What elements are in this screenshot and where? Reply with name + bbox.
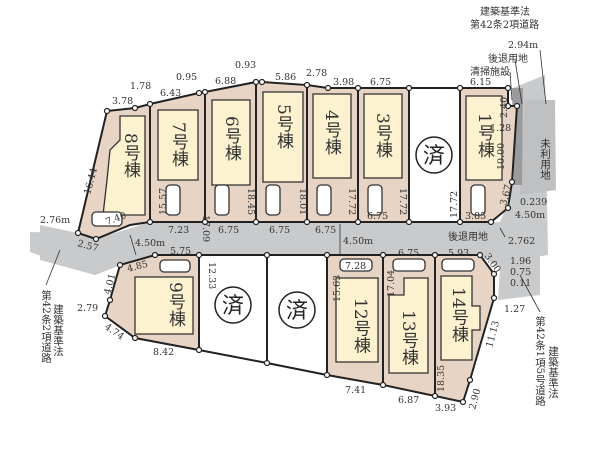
svg-text:2.40: 2.40	[499, 97, 510, 118]
svg-text:17.72: 17.72	[449, 191, 460, 218]
building-3: 3号棟	[372, 113, 393, 158]
cleaning-facility-label: 清掃施設	[470, 65, 510, 78]
sold-mark-lot-2: 済	[415, 136, 453, 174]
road-label-top-right-2: 第42条2項道路	[470, 18, 539, 31]
parking-spaces	[91, 184, 486, 273]
svg-text:4.50m: 4.50m	[135, 238, 165, 249]
svg-text:6.75: 6.75	[218, 225, 239, 236]
left-road	[30, 232, 120, 275]
svg-text:済: 済	[423, 144, 445, 169]
svg-text:0.11: 0.11	[510, 278, 531, 289]
svg-text:3.93: 3.93	[435, 403, 456, 414]
svg-text:3.67: 3.67	[498, 183, 514, 206]
svg-text:15.57: 15.57	[158, 188, 169, 215]
svg-text:4.50m: 4.50m	[343, 236, 373, 247]
building-6: 6号棟	[221, 116, 242, 161]
building-1: 1号棟	[474, 113, 495, 158]
svg-text:6.75: 6.75	[315, 225, 336, 236]
svg-text:0.75: 0.75	[510, 267, 531, 278]
svg-text:済: 済	[222, 294, 244, 319]
svg-text:7.28: 7.28	[345, 261, 366, 272]
road-label-left-col2: 建築基準法	[52, 303, 64, 357]
setback-label-top: 後退用地	[488, 52, 528, 65]
svg-text:1.28: 1.28	[490, 123, 511, 134]
svg-text:7.41: 7.41	[345, 385, 366, 396]
svg-text:2.76m: 2.76m	[40, 215, 70, 226]
svg-text:6.88: 6.88	[215, 76, 236, 87]
building-9: 9号棟	[165, 282, 186, 327]
sold-mark-lot-10: 済	[214, 286, 252, 324]
road-label-left-col1: 第42条2項道路	[40, 289, 52, 363]
buildings	[102, 91, 503, 374]
svg-text:10.00: 10.00	[496, 143, 507, 170]
building-5: 5号棟	[273, 104, 294, 149]
svg-text:2.90: 2.90	[467, 387, 483, 410]
svg-text:18.45: 18.45	[245, 188, 256, 215]
svg-text:1.78: 1.78	[130, 81, 151, 92]
svg-text:2.57: 2.57	[76, 238, 99, 254]
svg-text:6.87: 6.87	[398, 395, 419, 406]
svg-text:6.75: 6.75	[398, 248, 419, 259]
svg-text:3.78: 3.78	[112, 96, 133, 107]
svg-text:5.86: 5.86	[275, 72, 296, 83]
leader-lines	[45, 49, 547, 313]
svg-text:7.23: 7.23	[168, 225, 189, 236]
svg-text:6.75: 6.75	[370, 77, 391, 88]
road-label-top-right-1: 建築基準法	[480, 5, 530, 18]
svg-text:1.96: 1.96	[510, 256, 531, 267]
road-label-right-col2: 建築基準法	[547, 345, 559, 399]
svg-text:4.01: 4.01	[102, 272, 118, 295]
building-13: 13号棟	[398, 310, 419, 366]
building-4: 4号棟	[321, 110, 342, 155]
svg-text:6.75: 6.75	[269, 225, 290, 236]
dimension-labels: 3.78 1.78 6.43 0.95 6.88 0.93 5.86 2.78 …	[40, 40, 547, 414]
svg-text:0.95: 0.95	[176, 72, 197, 83]
svg-text:1.27: 1.27	[504, 304, 525, 315]
svg-text:済: 済	[286, 299, 308, 324]
svg-text:18.01: 18.01	[297, 188, 308, 215]
svg-text:12.33: 12.33	[206, 262, 217, 289]
building-14: 14号棟	[448, 287, 469, 343]
building-7: 7号棟	[168, 122, 189, 167]
svg-text:3.85: 3.85	[465, 211, 486, 222]
unused-land	[520, 100, 556, 195]
svg-text:17.72: 17.72	[346, 188, 357, 215]
svg-text:15.63: 15.63	[332, 275, 343, 302]
boundary-points	[74, 78, 521, 406]
svg-text:6.43: 6.43	[160, 88, 181, 99]
svg-text:2.94m: 2.94m	[508, 40, 538, 51]
right-road-lower	[498, 255, 540, 300]
svg-text:17.04: 17.04	[386, 270, 397, 297]
svg-text:4.85: 4.85	[126, 259, 149, 275]
svg-text:17.09: 17.09	[200, 215, 211, 242]
svg-text:5.75: 5.75	[170, 246, 191, 257]
sold-mark-lot-11: 済	[278, 291, 316, 329]
svg-text:2.762: 2.762	[508, 236, 535, 247]
svg-text:0.239: 0.239	[520, 197, 547, 208]
svg-text:18.35: 18.35	[436, 365, 447, 392]
svg-text:17.72: 17.72	[397, 188, 408, 215]
svg-text:4.50m: 4.50m	[515, 210, 545, 221]
svg-text:0.93: 0.93	[235, 60, 256, 71]
unused-land-label: 未利用地	[539, 138, 551, 180]
svg-text:2.78: 2.78	[306, 68, 327, 79]
setback-label-mid: 後退用地	[448, 230, 488, 243]
svg-text:8.42: 8.42	[153, 347, 174, 358]
svg-text:5.93: 5.93	[448, 248, 469, 259]
building-12: 12号棟	[350, 298, 371, 354]
svg-text:6.75: 6.75	[367, 211, 388, 222]
svg-text:3.98: 3.98	[333, 77, 354, 88]
main-road	[40, 200, 545, 275]
road-label-right-col1: 第42条1項5号道路	[534, 315, 546, 406]
svg-text:2.79: 2.79	[77, 303, 98, 314]
svg-text:6.15: 6.15	[470, 77, 491, 88]
building-8: 8号棟	[120, 133, 141, 178]
